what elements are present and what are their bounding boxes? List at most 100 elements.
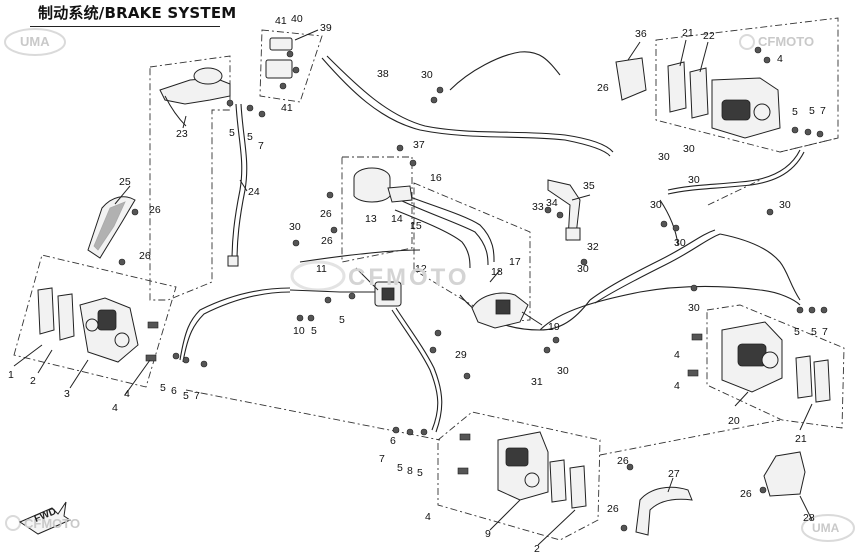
callout-number: 5 [311,325,317,337]
rear-reservoir [326,144,417,234]
callout-number: 28 [803,512,815,524]
title-underline [30,26,220,27]
callout-number: 32 [587,241,599,253]
callout-number: 30 [577,263,589,275]
callout-number: 6 [171,385,177,397]
callout-number: 5 [339,314,345,326]
callout-number: 15 [410,220,422,232]
callout-number: 5 [792,106,798,118]
callout-number: 8 [407,465,413,477]
callout-number: 26 [597,82,609,94]
callout-number: 25 [119,176,131,188]
callout-number: 37 [413,139,425,151]
callout-number: 6 [390,435,396,447]
callout-number: 16 [430,172,442,184]
top-right-caliper [615,46,824,139]
callout-number: 26 [149,204,161,216]
callout-number: 5 [247,131,253,143]
watermark-badge-bottom-right: UMA [812,521,840,535]
callout-number: 7 [822,326,828,338]
callout-number: 41 [275,15,287,27]
callout-number: 27 [668,468,680,480]
callout-number: 30 [557,365,569,377]
guard-25 [87,196,139,266]
callout-number: 26 [607,503,619,515]
callout-number: 11 [316,263,327,275]
front-left-caliper [37,287,159,363]
callout-number: 35 [583,180,595,192]
callout-number: 4 [674,380,680,392]
callout-number: 26 [740,488,752,500]
watermark-layer [4,28,855,542]
callout-number: 30 [688,302,700,314]
callout-number: 30 [683,143,695,155]
callout-number: 36 [635,28,647,40]
parts [37,29,831,536]
callout-number: 19 [548,321,560,333]
page-title: 制动系统/BRAKE SYSTEM [38,4,237,22]
callout-number: 24 [248,186,260,198]
watermark-brand-top-right: CFMOTO [758,34,815,49]
callout-number: 14 [391,213,403,225]
callout-number: 30 [779,199,791,211]
brake-lines [179,51,805,433]
callout-number: 4 [124,388,130,400]
watermark-brand-bottom-left: CFMOTO [24,516,81,531]
watermark-brand-center: CFMOTO [348,264,470,291]
callout-number: 29 [455,349,467,361]
callout-number: 10 [293,325,305,337]
rear-right-caliper [687,306,831,403]
callout-number: 1 [8,369,14,381]
callout-number: 4 [674,349,680,361]
callout-number: 21 [795,433,807,445]
callout-number: 31 [531,376,543,388]
callout-number: 5 [794,326,800,338]
callout-number: 30 [674,237,686,249]
callout-number: 26 [617,455,629,467]
callout-number: 9 [485,528,491,540]
callout-number: 2 [534,543,540,555]
callout-number: 12 [415,263,427,275]
valve-12 [324,281,402,307]
callout-number: 4 [425,511,431,523]
callout-layer: 1 2 3 4 4 5 6 5 7 5 5 7 23 24 25 26 26 4… [8,13,828,555]
fwd-arrow-icon [18,501,72,535]
callout-number: 30 [421,69,433,81]
callout-number: 38 [377,68,389,80]
callout-number: 34 [546,197,558,209]
rear-master-cylinder [471,179,588,354]
callout-number: 26 [320,208,332,220]
callout-number: 3 [64,388,70,400]
switch-assembly [259,29,323,103]
callout-number: 4 [777,53,783,65]
callout-number: 13 [365,213,377,225]
callout-number: 2 [30,375,36,387]
callout-number: 7 [194,390,200,402]
callout-number: 5 [811,326,817,338]
callout-number: 26 [321,235,333,247]
guards-27-28 [620,451,806,536]
leader-lines [13,29,813,546]
callout-number: 5 [229,127,235,139]
callout-number: 23 [176,128,188,140]
callout-number: 30 [289,221,301,233]
callout-number: 7 [820,105,826,117]
callout-number: 40 [291,13,303,25]
callout-number: 5 [417,467,423,479]
callout-number: 30 [688,174,700,186]
callout-number: 20 [728,415,740,427]
rear-left-caliper [392,426,587,509]
callout-number: 5 [183,390,189,402]
callout-number: 33 [532,201,544,213]
callout-number: 30 [650,199,662,211]
callout-number: 4 [112,402,118,414]
callout-number: 5 [809,105,815,117]
callout-number: 26 [139,250,151,262]
callout-number: 22 [703,30,715,42]
callout-number: 5 [160,382,166,394]
callout-number: 7 [258,140,264,152]
callout-number: 17 [509,256,521,268]
callout-number: 18 [491,266,503,278]
callout-number: 30 [658,151,670,163]
